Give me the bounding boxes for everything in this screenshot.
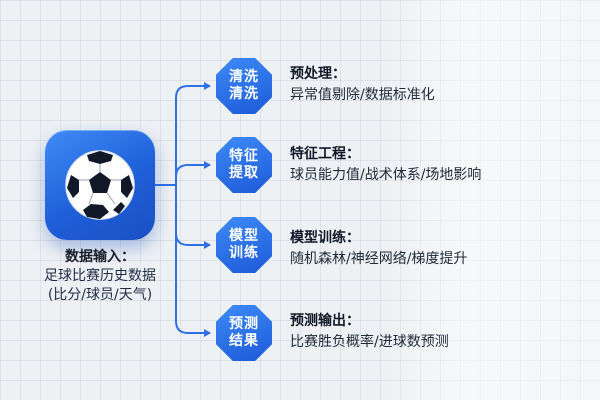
step-title: 预测输出：	[290, 313, 360, 329]
data-input-label: 数据输入： 足球比赛历史数据 (比分/球员/天气)	[20, 248, 180, 305]
step-badge-feature-engineering: 特征 提取	[216, 137, 272, 193]
step-badge-line2: 训练	[229, 245, 259, 261]
step-description: 异常值剔除/数据标准化	[290, 87, 435, 103]
step-text-feature-engineering: 特征工程： 球员能力值/战术体系/场地影响	[290, 144, 481, 186]
step-description: 球员能力值/战术体系/场地影响	[290, 167, 482, 183]
step-title: 特征工程：	[290, 146, 360, 162]
step-badge-preprocess: 清洗 清洗	[216, 58, 272, 114]
data-input-description: 足球比赛历史数据	[44, 268, 156, 284]
step-badge-line1: 预测	[229, 316, 259, 332]
step-text-preprocess: 预处理： 异常值剔除/数据标准化	[290, 64, 435, 106]
connector-branch-2	[175, 161, 211, 185]
connector-branch-4	[175, 185, 211, 337]
step-badge-line1: 清洗	[229, 69, 259, 85]
step-text-model-training: 模型训练： 随机森林/神经网络/梯度提升	[290, 228, 467, 270]
connector-branch-3	[175, 185, 211, 249]
data-input-fields: (比分/球员/天气)	[47, 287, 153, 303]
step-badge-line2: 结果	[229, 333, 259, 349]
step-badge-line1: 模型	[229, 228, 259, 244]
connector-branch-1	[175, 82, 211, 185]
step-description: 比赛胜负概率/进球数预测	[290, 334, 449, 350]
step-title: 预处理：	[290, 66, 346, 82]
step-title: 模型训练：	[290, 230, 360, 246]
data-input-tile	[45, 130, 155, 240]
step-badge-line1: 特征	[229, 148, 259, 164]
step-description: 随机森林/神经网络/梯度提升	[290, 251, 468, 267]
step-badge-prediction-output: 预测 结果	[216, 305, 272, 361]
step-text-prediction-output: 预测输出： 比赛胜负概率/进球数预测	[290, 311, 449, 353]
step-badge-line2: 清洗	[229, 86, 259, 102]
soccer-ball-icon	[65, 150, 135, 220]
step-badge-model-training: 模型 训练	[216, 217, 272, 273]
step-badge-line2: 提取	[229, 165, 259, 181]
data-input-title: 数据输入：	[65, 249, 135, 265]
